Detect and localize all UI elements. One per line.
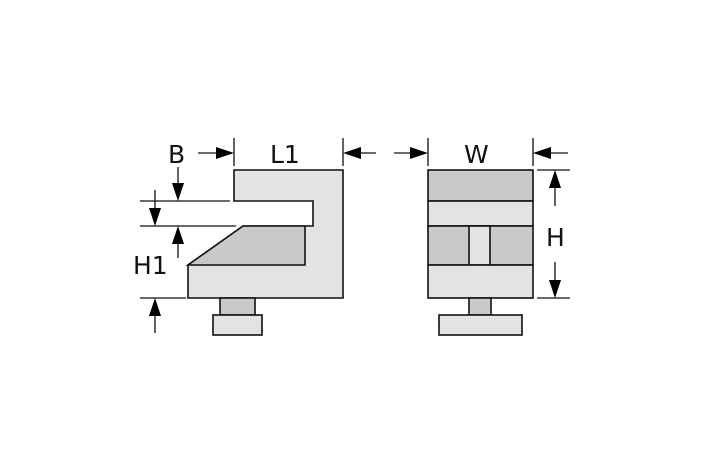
- screw-channel: [468, 225, 491, 266]
- bottom-block: [427, 264, 534, 299]
- arrow-down-icon: [172, 183, 184, 201]
- arrow-left-icon: [343, 147, 361, 159]
- front-view: [427, 169, 534, 336]
- arrow-down-icon: [549, 280, 561, 298]
- arrow-up-icon: [549, 170, 561, 188]
- arrow-up-icon: [172, 226, 184, 244]
- side-view: [185, 169, 344, 336]
- label-b: B: [168, 140, 185, 169]
- screw-knob: [438, 314, 523, 336]
- arrow-right-icon: [410, 147, 428, 159]
- screw-stem: [219, 297, 256, 316]
- top-block: [427, 169, 534, 202]
- front-dimensions: [394, 138, 570, 299]
- arrow-up-icon: [149, 298, 161, 316]
- screw-knob: [212, 314, 263, 336]
- arrow-left-icon: [533, 147, 551, 159]
- label-l1: L1: [270, 140, 300, 169]
- screw-stem: [468, 297, 492, 316]
- arrow-right-icon: [216, 147, 234, 159]
- arrow-down-icon: [149, 208, 161, 226]
- slot-band: [427, 200, 534, 227]
- clamp-jaw-wedge: [185, 225, 306, 266]
- label-w: W: [464, 140, 489, 169]
- label-h: H: [546, 223, 565, 252]
- label-h1: H1: [133, 251, 168, 280]
- side-dimensions: [140, 138, 376, 333]
